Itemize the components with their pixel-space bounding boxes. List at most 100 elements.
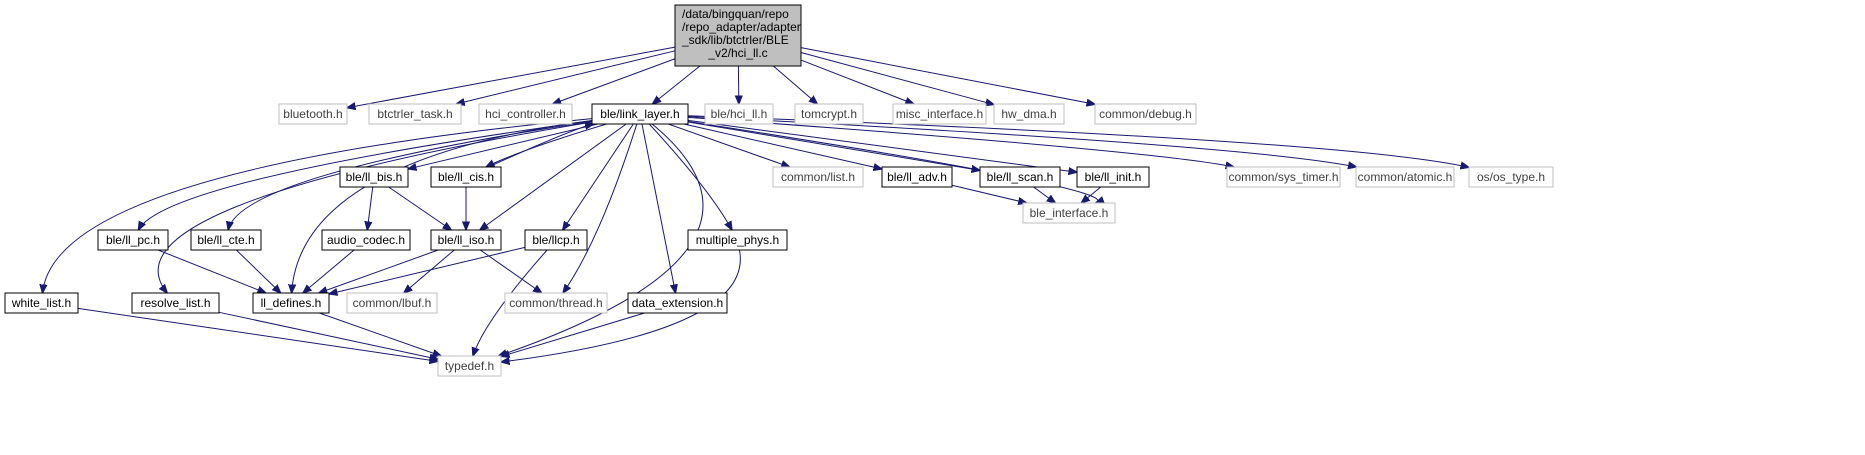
file-label: bluetooth.h	[283, 107, 342, 121]
file-box	[430, 166, 502, 188]
node-white-list[interactable]: white_list.h	[4, 292, 79, 314]
file-label: ble/ll_iso.h	[438, 233, 495, 247]
file-box	[437, 355, 502, 377]
file-box	[772, 166, 864, 188]
file-box	[881, 166, 953, 188]
edge-link-layer-to-ll-init	[687, 119, 1077, 172]
file-box	[591, 103, 689, 125]
file-box	[190, 229, 262, 251]
file-label: tomcrypt.h	[801, 107, 857, 121]
edge-link-layer-to-ll-iso	[480, 123, 627, 230]
edge-link-layer-to-ll-pc	[138, 120, 593, 230]
node-typedef[interactable]: typedef.h	[437, 355, 502, 377]
edge-root-to-hci-controller	[553, 58, 676, 104]
file-box	[4, 292, 79, 314]
node-resolve-list[interactable]: resolve_list.h	[131, 292, 220, 314]
node-sys-timer[interactable]: common/sys_timer.h	[1226, 166, 1341, 188]
edge-resolve-list-to-typedef	[218, 311, 438, 359]
file-label: common/atomic.h	[1358, 170, 1453, 184]
node-common-lbuf[interactable]: common/lbuf.h	[346, 292, 438, 314]
edge-ll-adv-to-ble-interface	[951, 184, 1027, 203]
node-ble-hci-ll[interactable]: ble/hci_ll.h	[704, 103, 774, 125]
file-label: common/lbuf.h	[353, 296, 432, 310]
node-bluetooth[interactable]: bluetooth.h	[278, 103, 348, 125]
root-line-2: /repo_adapter/adapter	[682, 20, 801, 34]
root-line-4: _v2/hci_ll.c	[707, 46, 767, 60]
node-ll-defines[interactable]: ll_defines.h	[252, 292, 330, 314]
node-root[interactable]: /data/bingquan/repo /repo_adapter/adapte…	[674, 4, 802, 67]
node-common-thread[interactable]: common/thread.h	[504, 292, 608, 314]
root-line-1: /data/bingquan/repo	[682, 7, 789, 21]
file-label: ble/ll_adv.h	[887, 170, 947, 184]
dependency-edges	[43, 46, 1469, 362]
node-ll-adv[interactable]: ble/ll_adv.h	[881, 166, 953, 188]
node-tomcrypt[interactable]: tomcrypt.h	[794, 103, 864, 125]
node-audio-codec[interactable]: audio_codec.h	[321, 229, 411, 251]
node-misc-interface[interactable]: misc_interface.h	[892, 103, 987, 125]
edge-link-layer-to-common-thread	[563, 123, 638, 293]
edge-ll-scan-to-ble-interface	[1033, 186, 1056, 203]
file-box	[504, 292, 608, 314]
node-ll-bis[interactable]: ble/ll_bis.h	[339, 166, 409, 188]
edge-link-layer-to-ll-bis	[408, 123, 598, 169]
node-ll-scan[interactable]: ble/ll_scan.h	[979, 166, 1061, 188]
node-ll-cis[interactable]: ble/ll_cis.h	[430, 166, 502, 188]
file-label: ble/link_layer.h	[600, 107, 679, 121]
file-box	[1226, 166, 1341, 188]
file-box	[368, 103, 462, 125]
edge-audio-codec-to-ll-defines	[303, 249, 355, 293]
file-label: resolve_list.h	[140, 296, 210, 310]
file-label: data_extension.h	[632, 296, 723, 310]
file-label: ble/ll_pc.h	[106, 233, 160, 247]
file-label: ble_interface.h	[1030, 206, 1109, 220]
file-box	[430, 229, 502, 251]
node-ble-interface[interactable]: ble_interface.h	[1022, 202, 1116, 224]
edge-link-layer-to-common-list	[668, 123, 789, 167]
node-ll-iso[interactable]: ble/ll_iso.h	[430, 229, 502, 251]
file-box	[1094, 103, 1197, 125]
node-hci-controller[interactable]: hci_controller.h	[478, 103, 573, 125]
edge-llcp-to-typedef	[473, 249, 548, 356]
file-label: btctrler_task.h	[377, 107, 452, 121]
node-common-atomic[interactable]: common/atomic.h	[1355, 166, 1455, 188]
edge-link-layer-to-multiple-phys	[648, 123, 732, 230]
edge-link-layer-to-llcp	[563, 123, 634, 230]
file-label: common/sys_timer.h	[1228, 170, 1338, 184]
edge-llcp-to-ll-defines	[329, 246, 526, 294]
edge-link-layer-to-data-extension	[641, 123, 676, 293]
edge-link-layer-to-resolve-list	[157, 121, 593, 293]
edge-ll-iso-to-ll-defines	[319, 249, 439, 293]
node-common-debug[interactable]: common/debug.h	[1094, 103, 1197, 125]
node-data-extension[interactable]: data_extension.h	[627, 292, 728, 314]
file-box	[524, 229, 588, 251]
node-ll-init[interactable]: ble/ll_init.h	[1076, 166, 1150, 188]
file-box	[1468, 166, 1554, 188]
edge-ll-bis-to-audio-codec	[367, 186, 374, 230]
node-btctrler-task[interactable]: btctrler_task.h	[368, 103, 462, 125]
edge-link-layer-to-ll-cis	[486, 123, 607, 167]
file-label: os/os_type.h	[1477, 170, 1545, 184]
edge-root-to-common-debug	[800, 47, 1095, 105]
edge-root-to-tomcrypt	[773, 65, 817, 104]
node-ll-pc[interactable]: ble/ll_pc.h	[97, 229, 169, 251]
edge-ll-defines-to-typedef	[319, 312, 441, 356]
file-label: ble/ll_cte.h	[197, 233, 254, 247]
edge-link-layer-to-white-list	[43, 118, 593, 293]
node-os-type[interactable]: os/os_type.h	[1468, 166, 1554, 188]
file-box	[478, 103, 573, 125]
root-line-3: _sdk/lib/btctrler/BLE	[681, 33, 789, 47]
node-link-layer[interactable]: ble/link_layer.h	[591, 103, 689, 125]
node-ll-cte[interactable]: ble/ll_cte.h	[190, 229, 262, 251]
edge-ll-iso-to-common-thread	[479, 249, 541, 293]
node-llcp[interactable]: ble/llcp.h	[524, 229, 588, 251]
edge-multiple-phys-to-typedef	[501, 249, 741, 362]
node-hw-dma[interactable]: hw_dma.h	[993, 103, 1065, 125]
file-box	[993, 103, 1065, 125]
node-multiple-phys[interactable]: multiple_phys.h	[687, 229, 788, 251]
edge-root-to-bluetooth	[347, 46, 676, 108]
file-label: ble/hci_ll.h	[711, 107, 768, 121]
edge-ll-pc-to-ll-defines	[157, 249, 266, 293]
node-common-list[interactable]: common/list.h	[772, 166, 864, 188]
edge-ll-bis-to-ll-iso	[388, 186, 452, 230]
file-box	[346, 292, 438, 314]
